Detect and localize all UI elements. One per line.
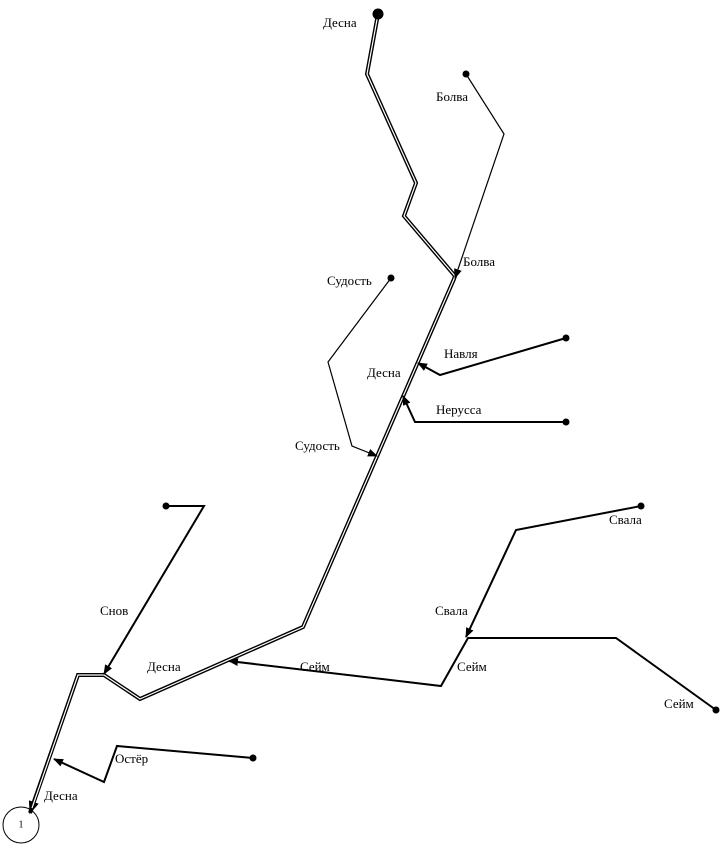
label-seym-mouth: Сейм [300, 659, 330, 674]
label-desna-mouth: Десна [44, 788, 78, 803]
label-navlya: Навля [444, 346, 478, 361]
river-navlya [417, 334, 570, 377]
label-desna-middle: Десна [367, 365, 401, 380]
label-bolva-mouth: Болва [463, 254, 495, 269]
label-seym-source: Сейм [664, 696, 694, 711]
river-snov [103, 502, 206, 675]
nerussa-source-dot [562, 418, 570, 426]
label-desna-source: Десна [323, 15, 357, 30]
river-sudost [327, 274, 395, 457]
label-oster: Остёр [115, 751, 148, 766]
snov-source-dot [162, 502, 170, 510]
label-sudost-source: Судость [327, 273, 372, 288]
label-svala-mouth: Свала [435, 603, 468, 618]
outlet-node: 1 [2, 806, 40, 844]
label-svala-source: Свала [609, 512, 642, 527]
river-seym [228, 637, 720, 714]
river-bolva [454, 70, 505, 279]
label-bolva-source: Болва [436, 89, 468, 104]
svala-source-dot [637, 502, 645, 510]
bolva-source-dot [462, 70, 470, 78]
navlya-source-dot [562, 334, 570, 342]
outlet-number: 1 [19, 820, 24, 831]
label-snov: Снов [100, 603, 128, 618]
label-desna-lower: Десна [147, 659, 181, 674]
sudost-source-dot [387, 274, 395, 282]
label-nerussa: Нерусса [436, 402, 482, 417]
label-sudost-mouth: Судость [295, 438, 340, 453]
river-oster [53, 744, 257, 784]
label-seym-middle: Сейм [457, 659, 487, 674]
desna-source-dot [372, 8, 384, 20]
river-desna [28, 8, 458, 815]
oster-source-dot [249, 754, 257, 762]
labels: Десна Болва Болва Судость Навля Десна Не… [44, 15, 694, 803]
river-svala [465, 502, 645, 638]
seym-source-dot [712, 706, 720, 714]
river-nerussa [402, 395, 570, 426]
